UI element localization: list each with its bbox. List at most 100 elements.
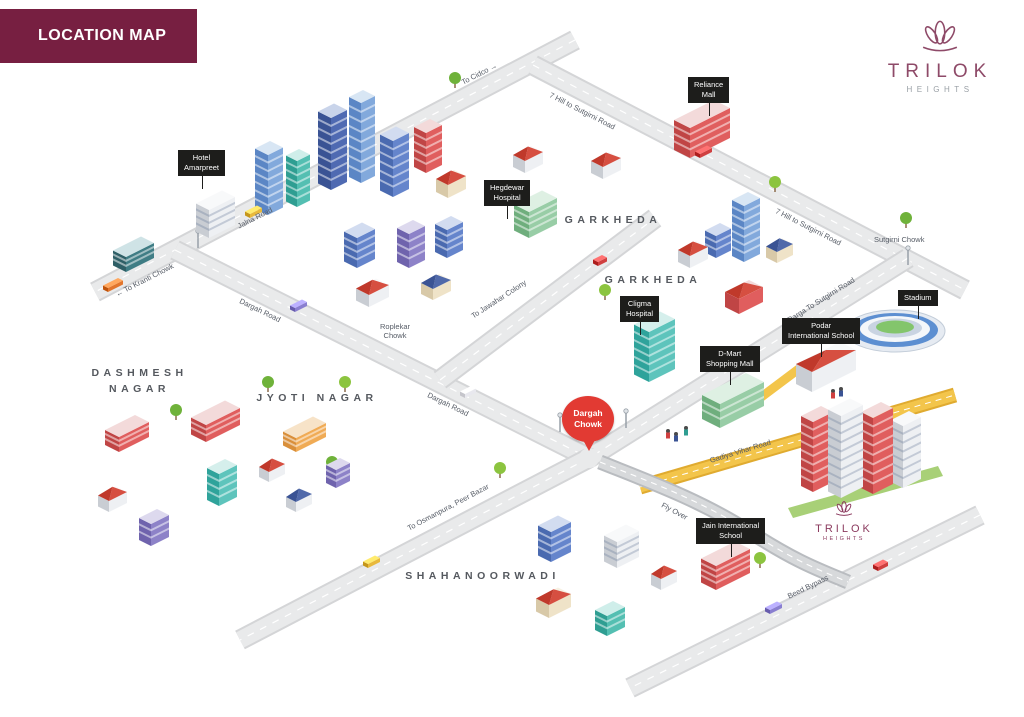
- vehicle-icon: [765, 601, 782, 614]
- building: [286, 488, 312, 512]
- tree-icon: [449, 72, 461, 88]
- cligma-hospital-building: [634, 311, 675, 382]
- poi-line: Shopping Mall: [706, 359, 754, 369]
- road-label-text: Roplekar: [380, 322, 411, 331]
- building: [651, 565, 677, 590]
- poi-line: Hospital: [626, 309, 654, 319]
- building: [397, 220, 425, 268]
- building: [421, 274, 451, 300]
- person-icon: [674, 432, 678, 442]
- hotel-amarpreet-building: [196, 190, 235, 238]
- vehicle-icon: [460, 386, 476, 398]
- poi-line: Podar: [811, 321, 832, 330]
- poi-line: Amarpreet: [184, 163, 220, 173]
- area-label-garkheda-2: GARKHEDA: [588, 274, 718, 286]
- building: [318, 103, 347, 190]
- area-label-text: DASHMESH: [91, 367, 188, 379]
- building: [191, 400, 240, 442]
- tree-icon: [599, 284, 611, 300]
- building: [766, 238, 793, 263]
- hegdewar-hospital-building: [514, 190, 557, 238]
- page-title: LOCATION MAP: [38, 27, 167, 44]
- person-icon: [839, 387, 843, 397]
- building: [591, 152, 621, 179]
- road-dargah-road: [170, 240, 594, 468]
- map-logo-name: TRILOK: [815, 523, 873, 535]
- poi-line: Jain International: [702, 521, 760, 530]
- building: [732, 192, 760, 262]
- area-label-garkheda-1: GARKHEDA: [548, 214, 678, 226]
- building: [380, 126, 409, 197]
- road-label-roplekar-chowk: Roplekar Chowk: [380, 322, 410, 340]
- building: [349, 90, 375, 183]
- poi-line: Reliance: [694, 80, 724, 89]
- vehicle-icon: [103, 278, 123, 292]
- area-label-jyoti-nagar: JYOTI NAGAR: [252, 392, 382, 404]
- building: [139, 509, 169, 546]
- vehicle-icon: [290, 299, 307, 312]
- poi-label-reliance-mall: Reliance Mall: [688, 77, 730, 117]
- poi-line: Hospital: [493, 193, 521, 203]
- road-osmanpura-road: [235, 448, 594, 650]
- road-label-text: Chowk: [383, 331, 407, 340]
- building: [255, 141, 283, 215]
- poi-line: International School: [788, 331, 855, 341]
- building: [344, 222, 375, 268]
- pin-tail: [583, 440, 595, 451]
- person-icon: [684, 426, 688, 436]
- poi-line: Stadium: [904, 293, 932, 302]
- reliance-mall-building: [674, 100, 730, 158]
- jain-school-building: [701, 541, 750, 590]
- vehicle-icon: [363, 555, 380, 568]
- dmart-building: [702, 373, 764, 428]
- trilok-heights-tower: [891, 411, 921, 488]
- building: [207, 459, 237, 506]
- brand-tagline: HEIGHTS: [906, 85, 974, 94]
- area-label-dashmesh-nagar: DASHMESH NAGAR: [82, 366, 197, 398]
- trilok-heights-tower: [861, 402, 893, 494]
- lotus-icon: [922, 20, 958, 52]
- poi-line: Hegdewar: [490, 183, 525, 192]
- building: [725, 280, 763, 314]
- poi-label-hegdewar-hospital: Hegdewar Hospital: [484, 180, 531, 220]
- vehicle-icon: [593, 255, 607, 266]
- person-icon: [831, 389, 835, 399]
- road-seven-hill-road: [528, 55, 970, 300]
- poi-label-dmart: D-Mart Shopping Mall: [700, 346, 760, 386]
- building: [105, 415, 149, 452]
- tree-icon: [900, 212, 912, 228]
- pin-text-line: Dargah: [573, 407, 603, 418]
- area-label-text: NAGAR: [109, 382, 170, 395]
- vehicle-icon: [245, 205, 262, 218]
- poi-label-cligma-hospital: Cligma Hospital: [620, 296, 660, 336]
- tree-icon: [262, 376, 274, 392]
- trilok-heights-tower: [828, 398, 863, 498]
- building: [286, 149, 310, 207]
- dargah-chowk-pin[interactable]: Dargah Chowk: [562, 396, 616, 451]
- street-light-icon: [623, 408, 629, 428]
- tree-icon: [769, 176, 781, 192]
- area-label-text: JYOTI NAGAR: [256, 392, 378, 404]
- poi-line: D-Mart: [718, 349, 742, 358]
- building: [98, 486, 127, 512]
- tree-icon: [170, 404, 182, 420]
- road-jawahar-colony-road: [433, 209, 662, 389]
- road-label-sutgirni-chowk: Sutgirni Chowk: [874, 235, 924, 244]
- building: [705, 223, 731, 258]
- brand-name: TRILOK: [887, 61, 993, 82]
- tree-icon: [754, 552, 766, 568]
- area-label-shahanoorwadi: SHAHANOORWADI: [400, 570, 565, 582]
- area-label-text: GARKHEDA: [564, 214, 662, 226]
- building: [283, 416, 326, 452]
- road-label-text: Sutgirni Chowk: [874, 235, 925, 244]
- area-label-text: SHAHANOORWADI: [405, 570, 560, 582]
- map-logo-tagline: HEIGHTS: [823, 536, 865, 542]
- pin-text-line: Chowk: [574, 419, 602, 429]
- pin-balloon: Dargah Chowk: [562, 396, 614, 442]
- poi-label-hotel-amarpreet: Hotel Amarpreet: [178, 150, 226, 190]
- building: [414, 119, 442, 173]
- poi-line: Hotel: [192, 153, 211, 162]
- poi-line: Mall: [701, 90, 716, 100]
- building: [595, 601, 625, 636]
